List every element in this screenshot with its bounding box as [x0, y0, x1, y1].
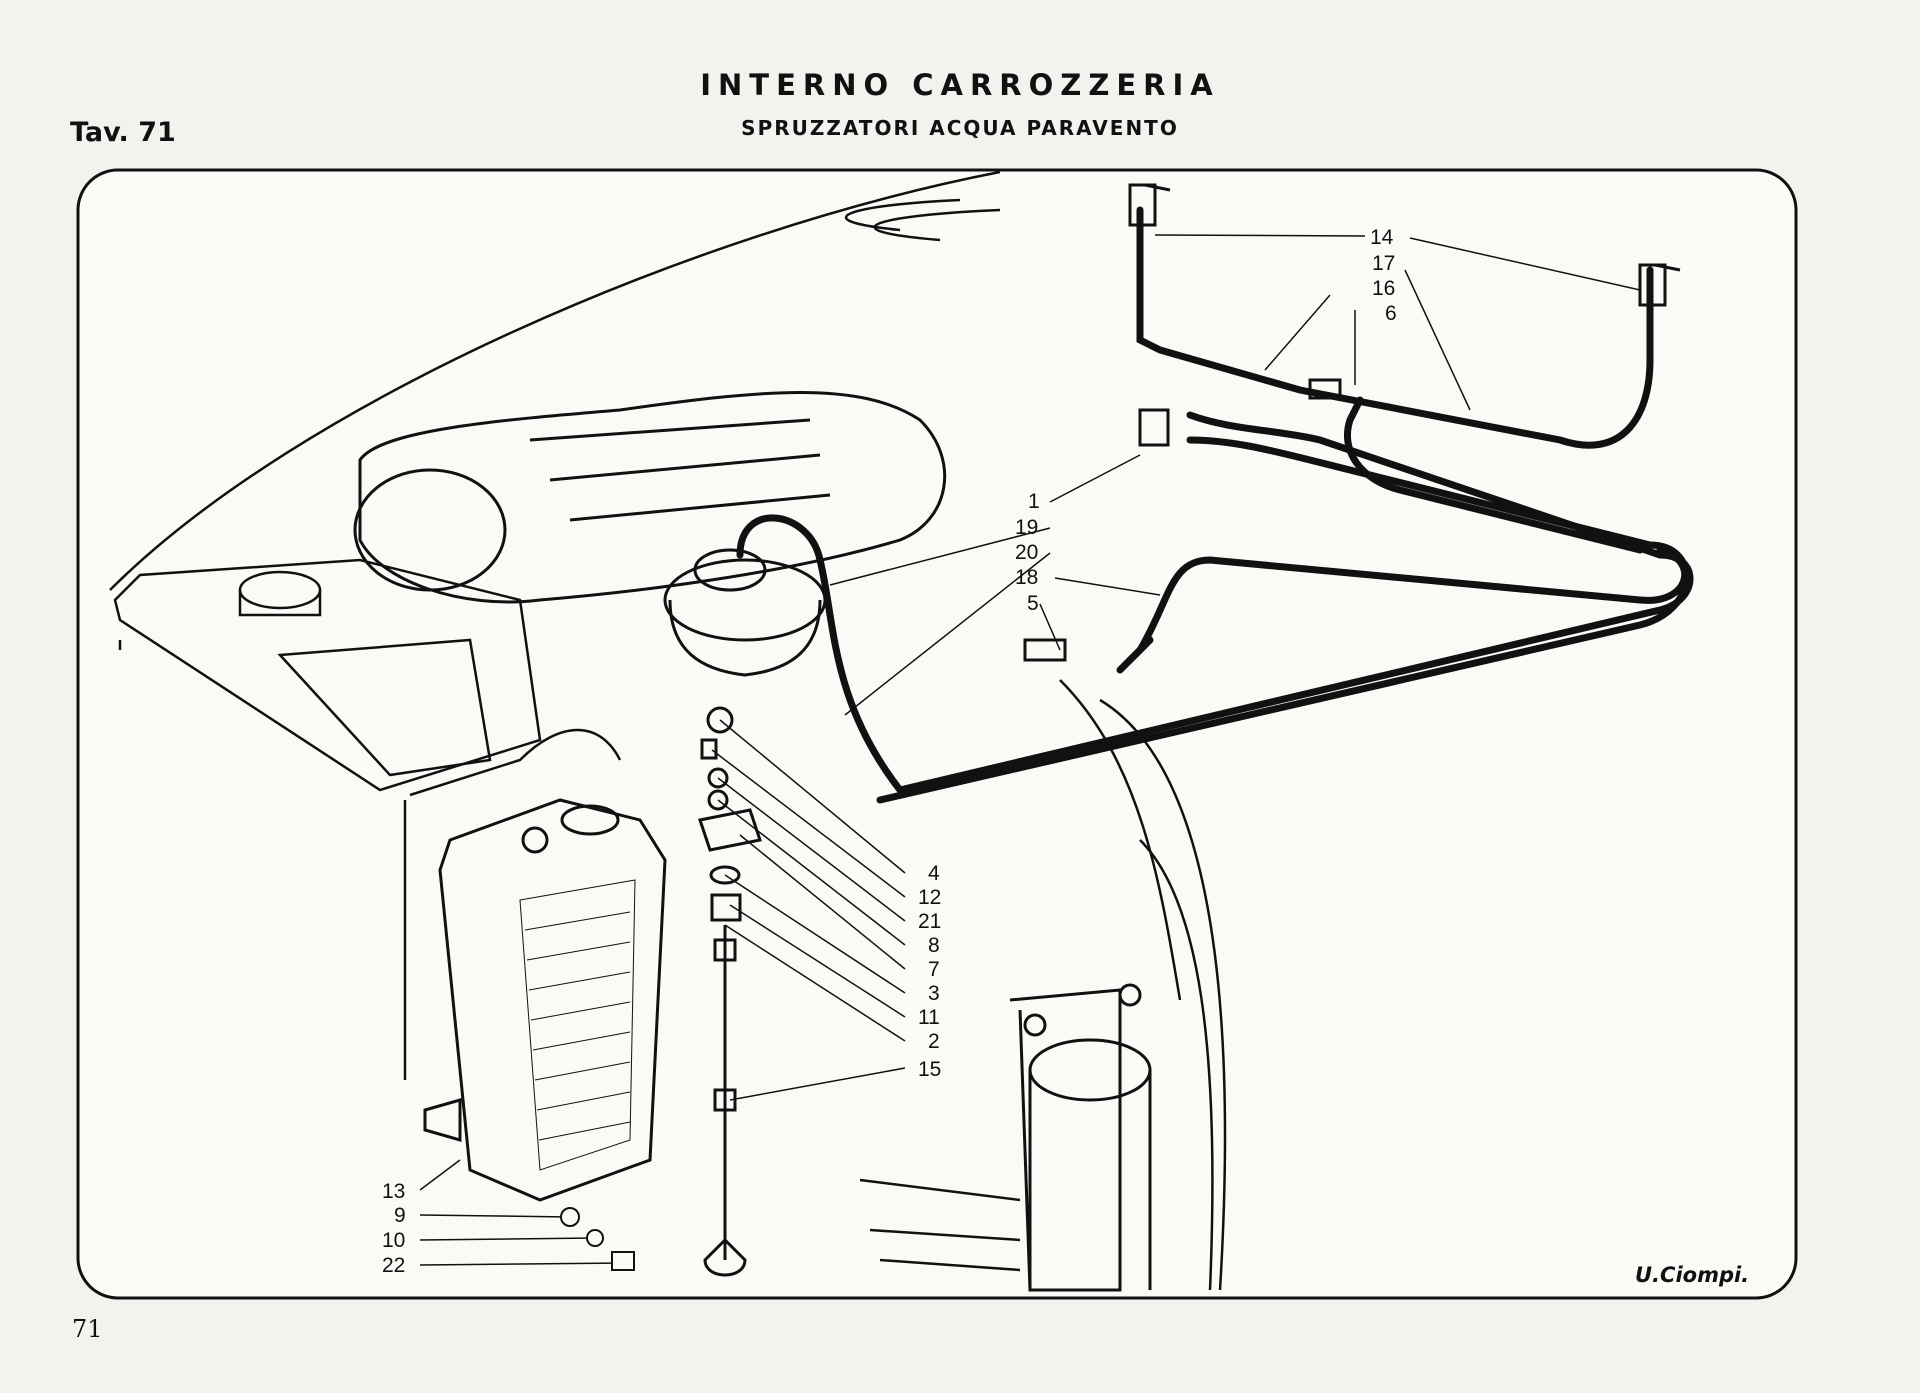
callout-22: 22 [382, 1254, 405, 1277]
callout-11: 11 [918, 1006, 940, 1029]
washer-jets [1023, 183, 1681, 662]
washer-reservoir [423, 798, 667, 1202]
callout-8: 8 [928, 934, 940, 957]
callout-9: 9 [394, 1204, 406, 1227]
page-subtitle: SPRUZZATORI ACQUA PARAVENTO [741, 116, 1179, 140]
tubing [736, 206, 1694, 804]
callout-2: 2 [928, 1030, 940, 1053]
header-tank [113, 558, 622, 1080]
leader-lines [419, 234, 1641, 1266]
callout-5: 5 [1027, 592, 1039, 615]
callout-labels: 14 17 16 6 1 19 20 18 5 4 12 21 8 7 3 11… [382, 226, 1397, 1277]
page-number: 71 [72, 1315, 103, 1343]
callout-1: 1 [1028, 490, 1040, 513]
callout-15: 15 [918, 1058, 941, 1081]
callout-19: 19 [1015, 516, 1038, 539]
diagram-frame [76, 168, 1798, 1300]
artist-signature: U.Ciompi. [1635, 1263, 1750, 1287]
callout-12: 12 [918, 886, 941, 909]
callout-13: 13 [382, 1180, 405, 1203]
callout-3: 3 [928, 982, 940, 1005]
callout-4: 4 [928, 862, 940, 885]
callout-10: 10 [382, 1229, 405, 1252]
small-parts [560, 1207, 635, 1271]
body-outline [109, 170, 1227, 1291]
callout-14: 14 [1370, 226, 1394, 249]
callout-16: 16 [1372, 277, 1395, 300]
page-title: INTERNO CARROZZERIA [700, 68, 1220, 102]
callout-7: 7 [928, 958, 940, 981]
callout-6: 6 [1385, 302, 1397, 325]
callout-20: 20 [1015, 541, 1038, 564]
filter-bracket [1009, 983, 1152, 1292]
plate-number: Tav. 71 [70, 117, 176, 148]
callout-17: 17 [1372, 252, 1395, 275]
callout-18: 18 [1015, 566, 1038, 589]
callout-21: 21 [918, 910, 941, 933]
